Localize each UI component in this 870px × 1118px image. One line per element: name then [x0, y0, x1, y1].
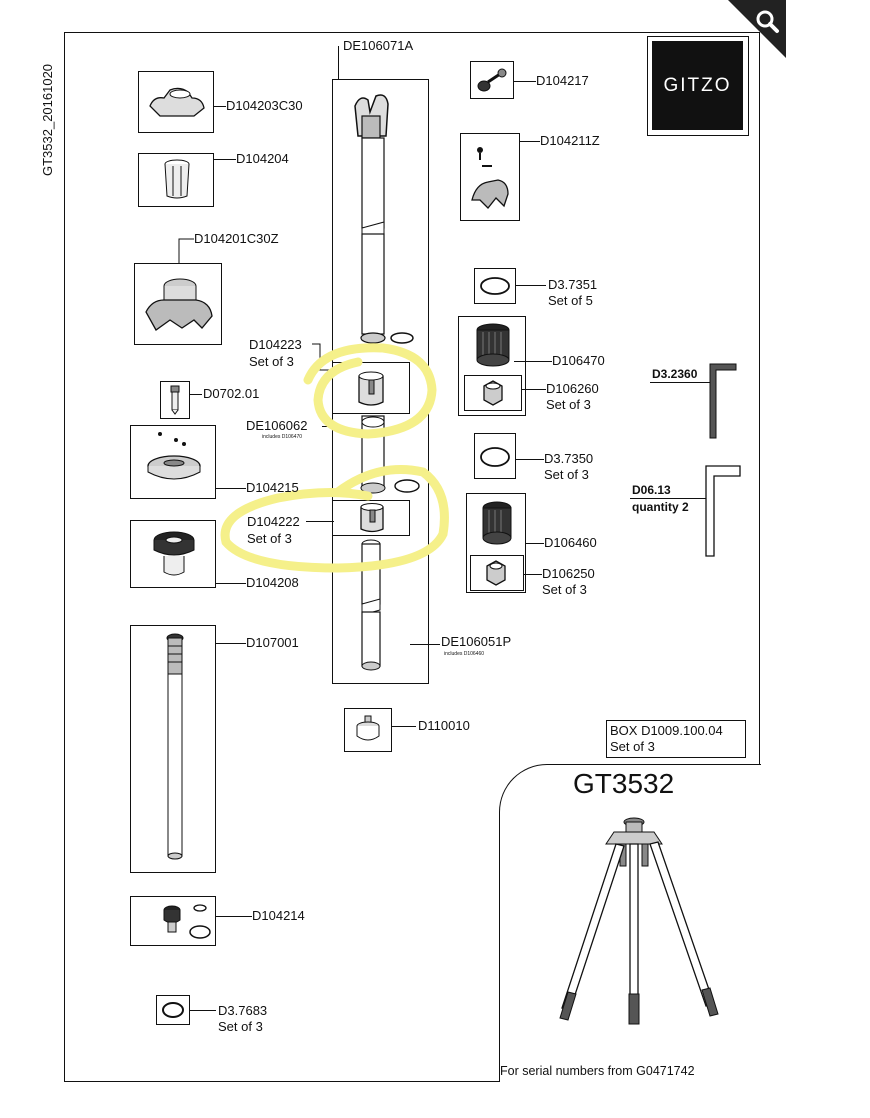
part-label-D104214: D104214 — [252, 908, 305, 923]
nut-D106260-drawing — [483, 380, 503, 406]
leader-line — [216, 583, 246, 584]
leader-line — [214, 106, 226, 107]
part-label-D06-13: D06.13 — [632, 483, 671, 497]
serial-note: For serial numbers from G0471742 — [500, 1064, 695, 1078]
collar-D104222-drawing — [360, 503, 384, 533]
part-label-D3-7683: D3.7683 — [218, 1003, 268, 1018]
pin-D104217-drawing — [477, 68, 507, 92]
part-label-D106470: D106470 — [552, 353, 605, 368]
leader-line — [216, 488, 246, 489]
plate-D104215-drawing — [147, 432, 201, 480]
leader-line — [410, 644, 440, 645]
leader-line — [516, 459, 544, 460]
hook-D104214-drawing — [163, 904, 211, 939]
part-qty-D106250: Set of 3 — [542, 582, 587, 597]
part-label-D106460: D106460 — [544, 535, 597, 550]
part-label-D104203C30: D104203C30 — [226, 98, 303, 113]
oring-D3-7350-drawing — [480, 447, 510, 467]
zoom-corner[interactable] — [728, 0, 786, 58]
part-label-DE106071A: DE106071A — [343, 38, 414, 53]
part-label-DE106051P: DE106051P — [441, 634, 512, 649]
spider-D104201C30Z-drawing — [145, 278, 213, 331]
part-label-DE106062: DE106062 — [246, 418, 308, 433]
hex-key-D3-2360-drawing — [709, 363, 737, 439]
part-note-DE106062: includes D106470 — [262, 434, 303, 440]
highlight-circle-D104222 — [220, 465, 449, 573]
part-qty-D3-7350: Set of 3 — [544, 467, 589, 482]
leader-line — [514, 361, 552, 362]
part-qty-D104223: Set of 3 — [249, 354, 294, 369]
part-label-D104204: D104204 — [236, 151, 289, 166]
part-box-D104208[interactable] — [130, 520, 216, 588]
box-note-line1: BOX D1009.100.04 — [610, 723, 723, 738]
leader-line — [524, 574, 542, 575]
part-label-D104223: D104223 — [249, 337, 302, 352]
part-qty-D3-7351: Set of 5 — [548, 293, 593, 308]
part-label-D104211Z: D104211Z — [540, 133, 600, 148]
leader-line — [214, 159, 236, 160]
part-qty-D06-13: quantity 2 — [632, 500, 689, 514]
leader-line — [190, 1010, 216, 1011]
leader-line — [650, 382, 712, 383]
part-label-D110010: D110010 — [418, 718, 470, 733]
leader-line — [526, 543, 544, 544]
knob-D104208-drawing — [153, 531, 195, 576]
sheet-code: GT3532_20161020 — [40, 63, 55, 176]
lock-D104211Z-drawing — [471, 147, 509, 209]
hex-key-D06-13-drawing — [705, 465, 741, 557]
leader-line — [216, 916, 252, 917]
leader-line — [520, 141, 540, 142]
leader-line — [178, 238, 194, 264]
part-label-D3-7351: D3.7351 — [548, 277, 598, 292]
box-note-line2: Set of 3 — [610, 739, 655, 754]
part-label-D0702-01: D0702.01 — [203, 386, 260, 401]
tripod-drawing — [559, 817, 719, 1025]
part-label-D104215: D104215 — [246, 480, 299, 495]
part-label-D104217: D104217 — [536, 73, 589, 88]
leg-lock-D106460-drawing — [482, 501, 512, 545]
center-column-D107001-drawing — [166, 633, 184, 860]
gitzo-logo: GITZO — [647, 36, 749, 136]
part-label-D104208: D104208 — [246, 575, 299, 590]
leader-line — [306, 521, 334, 522]
leader-line — [392, 726, 416, 727]
highlight-circle-D104223 — [303, 343, 437, 439]
part-label-D3-7350: D3.7350 — [544, 451, 594, 466]
part-label-D3-2360: D3.2360 — [652, 367, 698, 381]
part-qty-D106260: Set of 3 — [546, 397, 591, 412]
oring-D3-7351-drawing — [480, 277, 510, 295]
part-label-D107001: D107001 — [246, 635, 299, 650]
foot-D110010-drawing — [356, 715, 380, 741]
leader-line — [630, 498, 706, 499]
magnifier-icon[interactable] — [756, 10, 779, 33]
part-label-D106250: D106250 — [542, 566, 595, 581]
leader-line — [190, 394, 202, 395]
lower-leg-tube-drawing — [361, 539, 381, 671]
leader-line — [216, 643, 246, 644]
part-label-D106260: D106260 — [546, 381, 599, 396]
screw-D0702-01-drawing — [170, 385, 180, 415]
nut-D106250-drawing — [486, 560, 506, 586]
leader-line — [516, 285, 546, 286]
part-label-D104201C30Z: D104201C30Z — [194, 231, 279, 246]
oring-D3-7683-drawing — [162, 1002, 184, 1018]
collar-D104223-drawing — [358, 371, 384, 406]
leader-line — [312, 343, 334, 371]
leader-line — [338, 46, 339, 80]
part-note-DE106051P: includes D106460 — [444, 651, 485, 657]
part-label-D104222: D104222 — [247, 514, 300, 529]
leader-line — [522, 389, 546, 390]
upper-leg-tube-drawing — [354, 94, 414, 344]
logo-text: GITZO — [652, 41, 743, 130]
clamp-D104203C30-drawing — [149, 87, 205, 117]
bushing-D104204-drawing — [164, 159, 190, 199]
part-qty-D3-7683: Set of 3 — [218, 1019, 263, 1034]
leg-lock-D106470-drawing — [476, 323, 510, 367]
model-title: GT3532 — [573, 768, 675, 799]
box-note: BOX D1009.100.04 Set of 3 — [606, 720, 746, 758]
part-qty-D104222: Set of 3 — [247, 531, 292, 546]
part-box-D3-7683[interactable] — [156, 995, 190, 1025]
drawing-sheet — [64, 32, 760, 1082]
leader-line — [514, 81, 536, 82]
